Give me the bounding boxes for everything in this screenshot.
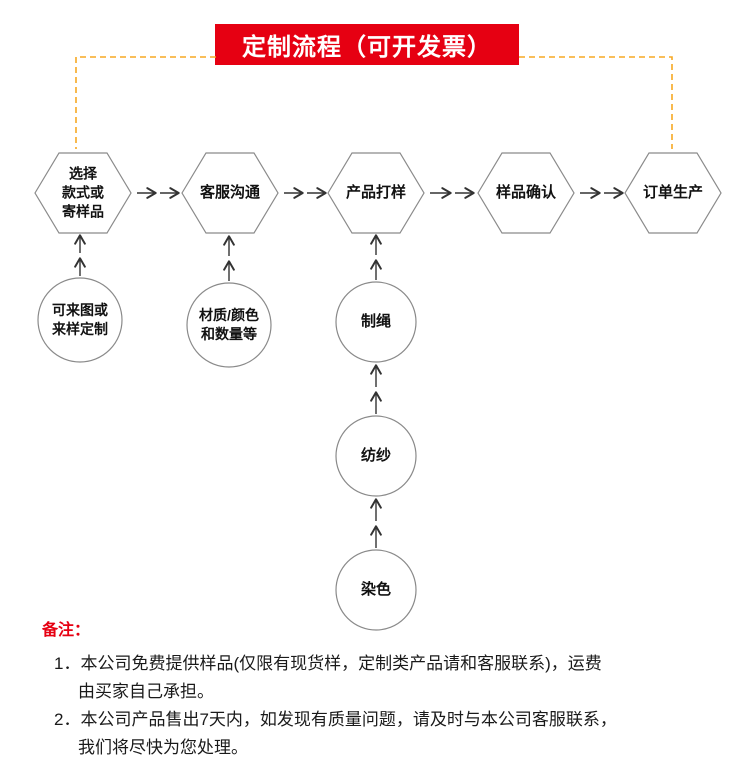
dashed-connector-left (75, 56, 216, 149)
circle-input-3 (335, 281, 417, 363)
flow-input-label: 可来图或 来样定制 (52, 302, 108, 337)
dashed-connector-right (519, 56, 673, 149)
circle-input-4 (335, 415, 417, 497)
flow-step-label: 产品打样 (345, 183, 407, 201)
remarks-heading: 备注： (42, 622, 91, 639)
flow-input-label: 材质/颜色 和数量等 (199, 307, 259, 342)
page-title: 定制流程（可开发票） (242, 34, 492, 61)
remark-item: 2．本公司产品售出7天内，如发现有质量问题，请及时与本公司客服联系， 我们将尽快… (54, 710, 617, 757)
circle-input-2 (186, 282, 272, 368)
flow-step-label: 样品确认 (495, 183, 557, 201)
hexagon-step-5 (624, 152, 722, 234)
flow-step-label: 客服沟通 (199, 183, 261, 201)
flow-input-label: 制绳 (360, 312, 392, 330)
circle-input-1 (37, 277, 123, 363)
title-banner: 定制流程（可开发票） (215, 24, 519, 65)
circle-input-5 (335, 549, 417, 631)
remark-item: 1．本公司免费提供样品(仅限有现货样，定制类产品请和客服联系)，运费 由买家自己… (54, 654, 602, 701)
hexagon-step-2 (181, 152, 279, 234)
flow-step-label: 选择 款式或 寄样品 (62, 165, 104, 220)
hexagon-step-1 (34, 152, 132, 234)
remarks-section: 备注： 1．本公司免费提供样品(仅限有现货样，定制类产品请和客服联系)，运费 由… (42, 616, 718, 762)
hexagon-step-3 (327, 152, 425, 234)
flow-step-label: 订单生产 (642, 183, 704, 201)
flow-arrows-vertical (74, 234, 382, 548)
flow-input-label: 染色 (360, 580, 392, 598)
flow-input-label: 纺纱 (360, 446, 392, 464)
hexagon-step-4 (477, 152, 575, 234)
